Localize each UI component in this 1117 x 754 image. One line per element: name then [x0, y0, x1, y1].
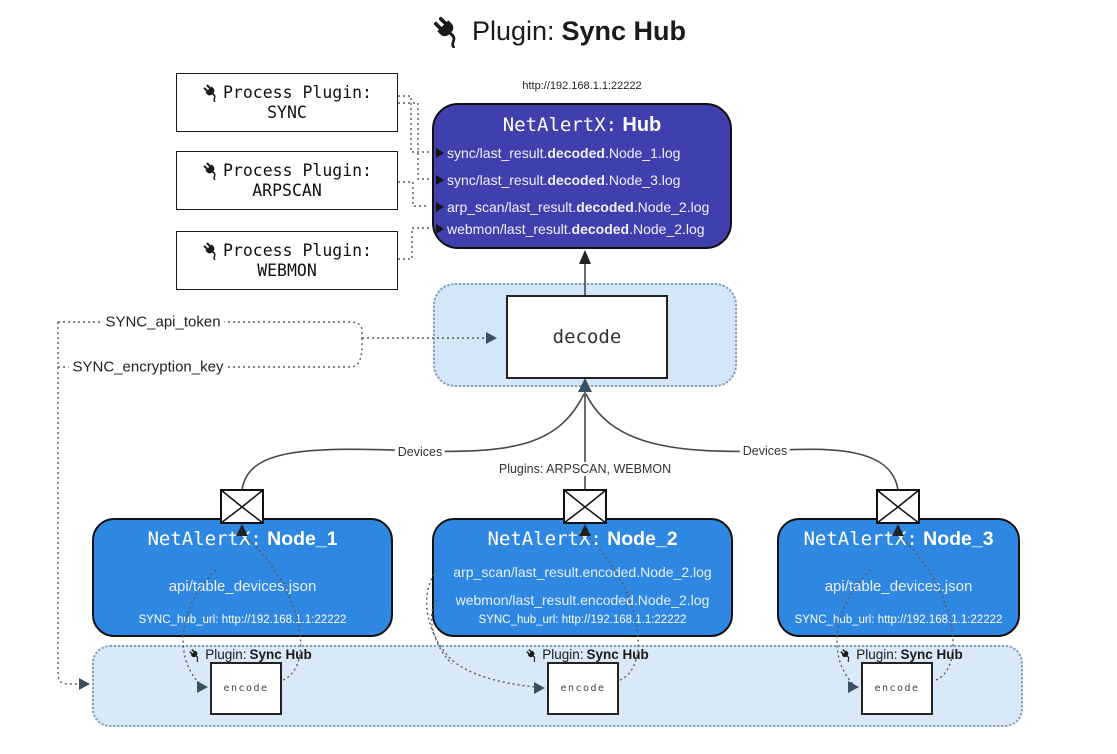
hub-log-row: webmon/last_result.decoded.Node_2.log [436, 221, 705, 237]
node-hub-url: SYNC_hub_url: http://192.168.1.1:22222 [138, 614, 347, 626]
page-title: Plugin: Sync Hub [0, 14, 1117, 49]
encode-box: encode [547, 662, 619, 715]
page-title-prefix: Plugin: [471, 15, 555, 46]
page-title-name: Sync Hub [561, 15, 687, 46]
node-title: NetAlertX: Node_3 [803, 528, 994, 550]
node-hub-url: SYNC_hub_url: http://192.168.1.1:22222 [794, 614, 1003, 626]
plug-icon [431, 14, 465, 49]
sync-encryption-key-label: SYNC_encryption_key [68, 358, 228, 376]
hub-log-row: sync/last_result.decoded.Node_3.log [436, 172, 680, 188]
envelope-icon [563, 489, 607, 529]
decode-box: decode [506, 295, 668, 379]
plug-icon [202, 161, 221, 181]
node-file-line: api/table_devices.json [168, 578, 317, 595]
node-file-line: webmon/last_result.encoded.Node_2.log [455, 592, 710, 608]
hub-log-row: sync/last_result.decoded.Node_1.log [436, 145, 680, 161]
hub-box: NetAlertX: Hub sync/last_result.decoded.… [432, 103, 732, 249]
plug-icon [839, 648, 853, 662]
node-title: NetAlertX: Node_1 [147, 528, 338, 550]
process-plugin-label: Process Plugin: [222, 161, 372, 180]
encode-box: encode [210, 662, 282, 715]
hub-title: NetAlertX: Hub [434, 114, 730, 137]
hub-title-prefix: NetAlertX: [502, 114, 618, 136]
arrow-right-icon [436, 148, 444, 158]
node-file-line: api/table_devices.json [824, 578, 973, 595]
encoder-plugin-label: Plugin:Sync Hub [188, 647, 312, 662]
encoder-plugin-label: Plugin:Sync Hub [839, 647, 963, 662]
hub-log-row: arp_scan/last_result.decoded.Node_2.log [436, 199, 709, 215]
process-plugin-name: WEBMON [257, 261, 317, 280]
node-hub-url: SYNC_hub_url: http://192.168.1.1:22222 [478, 614, 687, 626]
node-title: NetAlertX: Node_2 [487, 528, 678, 550]
node-1-box: NetAlertX: Node_1 api/table_devices.json… [92, 518, 393, 637]
node-file-line: arp_scan/last_result.encoded.Node_2.log [453, 564, 712, 580]
hub-url-label: http://192.168.1.1:22222 [522, 80, 642, 92]
process-plugin-name: ARPSCAN [252, 181, 322, 200]
hub-title-name: Hub [622, 114, 662, 136]
envelope-icon [220, 489, 264, 529]
plug-icon [202, 241, 221, 261]
sync-api-token-label: SYNC_api_token [101, 313, 225, 331]
plug-icon [188, 648, 202, 662]
devices-left-label: Devices [394, 445, 446, 459]
plug-icon [202, 83, 221, 103]
encoder-plugin-label: Plugin:Sync Hub [525, 647, 649, 662]
devices-right-label: Devices [739, 444, 791, 458]
process-plugin-label: Process Plugin: [222, 83, 372, 102]
process-plugin-name: SYNC [267, 103, 307, 122]
process-plugin-arpscan-box: Process Plugin: ARPSCAN [176, 151, 398, 210]
encode-box: encode [861, 662, 933, 715]
plug-icon [525, 648, 539, 662]
process-plugin-sync-box: Process Plugin: SYNC [176, 73, 398, 132]
node-3-box: NetAlertX: Node_3 api/table_devices.json… [777, 518, 1020, 637]
envelope-icon [876, 489, 920, 529]
node-2-box: NetAlertX: Node_2 arp_scan/last_result.e… [432, 518, 733, 637]
plugins-mid-label: Plugins: ARPSCAN, WEBMON [495, 462, 675, 476]
arrow-right-icon [436, 175, 444, 185]
process-plugin-webmon-box: Process Plugin: WEBMON [176, 231, 398, 290]
process-plugin-label: Process Plugin: [222, 241, 372, 260]
arrow-right-icon [436, 202, 444, 212]
arrow-right-icon [436, 224, 444, 234]
